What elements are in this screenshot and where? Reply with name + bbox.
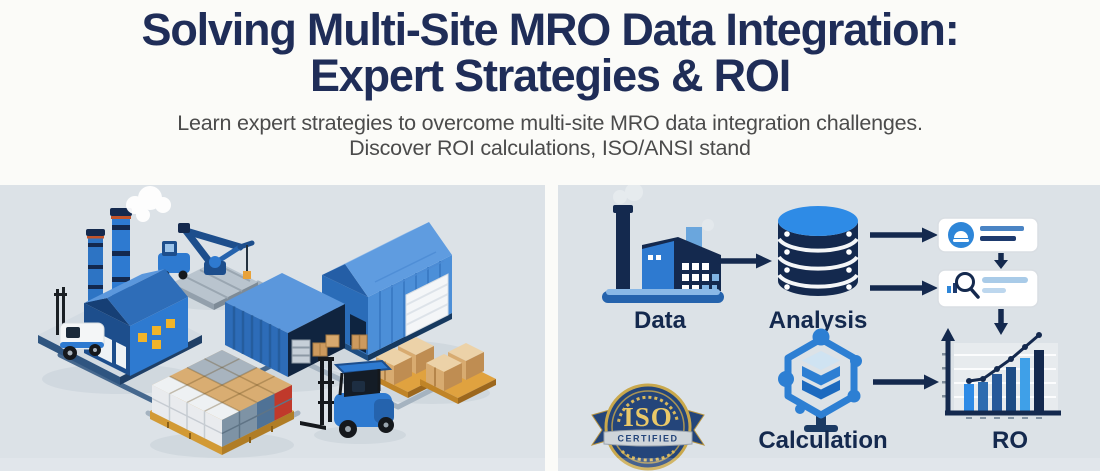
iso-badge-certified-text: CERTIFIED bbox=[617, 434, 678, 444]
arrow-down-icon bbox=[994, 253, 1008, 269]
hero-panels: Data bbox=[0, 185, 1100, 471]
title-line-2: Expert Strategies & ROI bbox=[309, 50, 791, 101]
magnifier-bars-icon bbox=[947, 272, 980, 299]
panel-divider bbox=[545, 185, 558, 471]
page-subtitle: Learn expert strategies to overcome mult… bbox=[0, 111, 1100, 161]
smokestack-icon bbox=[86, 208, 132, 305]
page-title: Solving Multi-Site MRO Data Integration:… bbox=[0, 0, 1100, 99]
cardboard-boxes-icon bbox=[370, 337, 496, 404]
database-icon bbox=[777, 206, 859, 296]
arrow-right-icon bbox=[873, 374, 939, 390]
iso-badge-text: ISO bbox=[623, 402, 673, 432]
supply-chain-illustration-panel bbox=[0, 185, 545, 471]
smoke bbox=[126, 186, 171, 222]
subtitle-line-1: Learn expert strategies to overcome mult… bbox=[177, 111, 923, 135]
forklift-icon bbox=[300, 357, 394, 438]
hero-header: Solving Multi-Site MRO Data Integration:… bbox=[0, 0, 1100, 185]
robot-crane-icon bbox=[158, 223, 258, 310]
subtitle-line-2: Discover ROI calculations, ISO/ANSI stan… bbox=[349, 136, 751, 160]
data-label: Data bbox=[634, 307, 687, 334]
arrow-down-icon bbox=[994, 309, 1008, 335]
arrow-right-icon bbox=[870, 227, 938, 243]
roi-chart bbox=[941, 328, 1061, 419]
report-card-2 bbox=[937, 269, 1039, 308]
title-line-1: Solving Multi-Site MRO Data Integration: bbox=[141, 4, 960, 55]
iso-certified-badge: ISO CERTIFIED bbox=[590, 383, 706, 471]
arrow-right-icon bbox=[718, 253, 772, 269]
supply-chain-illustration bbox=[38, 186, 496, 458]
calculation-icon bbox=[778, 328, 862, 432]
roi-label: RO bbox=[992, 427, 1028, 454]
arrow-right-icon bbox=[870, 280, 938, 296]
roi-chart-bars bbox=[964, 332, 1044, 411]
bell-icon bbox=[948, 222, 974, 248]
white-truck-icon bbox=[54, 287, 105, 360]
storage-container-icon bbox=[225, 273, 345, 377]
flow-diagram: Data bbox=[590, 185, 1061, 471]
pallet-stack-icon bbox=[150, 350, 294, 455]
calculation-label: Calculation bbox=[758, 427, 887, 454]
container-goods bbox=[291, 334, 340, 364]
factory-data-icon bbox=[602, 185, 724, 303]
warehouse-icon bbox=[322, 222, 452, 361]
flow-diagram-panel: Data bbox=[558, 185, 1100, 471]
report-card-1 bbox=[937, 217, 1039, 253]
factory-icon bbox=[38, 186, 202, 385]
